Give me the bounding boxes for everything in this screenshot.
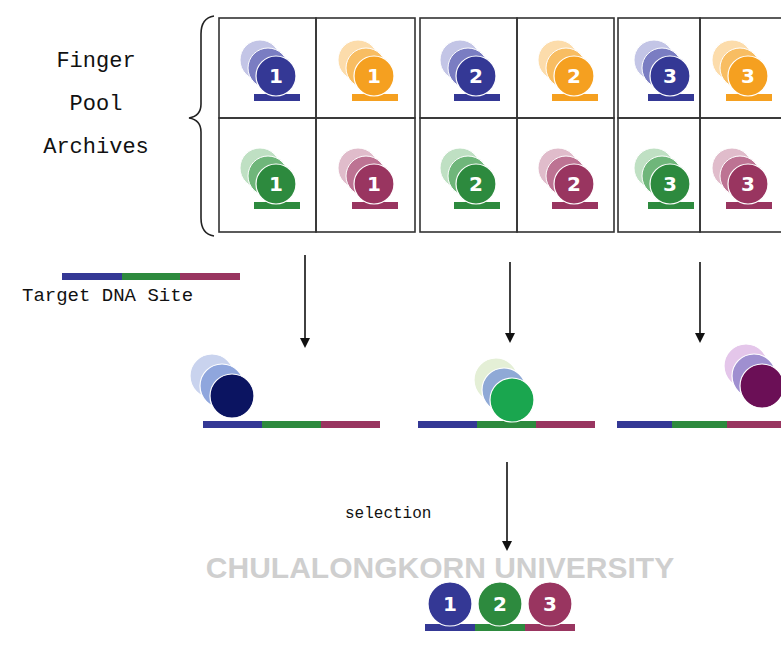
zinc-finger: 1 (324, 26, 406, 108)
finger-shape (524, 134, 606, 216)
target-dna-bar (62, 273, 240, 280)
finger-number: 3 (733, 64, 763, 88)
zinc-finger: 3 (698, 26, 780, 108)
finger-shape (698, 26, 780, 108)
finger-shape (226, 134, 308, 216)
finger-number: 2 (559, 172, 589, 196)
finger-number: 2 (461, 172, 491, 196)
zinc-finger: 1 (324, 134, 406, 216)
arrows (305, 255, 700, 546)
zinc-finger: 2 (426, 26, 508, 108)
finger-shape (324, 134, 406, 216)
finger-number: 3 (733, 172, 763, 196)
zinc-finger: 2 (524, 134, 606, 216)
finger-number: 2 (485, 592, 515, 616)
dna-site (203, 421, 781, 428)
brace (189, 16, 214, 236)
zinc-finger: 3 (620, 134, 702, 216)
zinc-finger: 1 (226, 134, 308, 216)
zinc-finger: 1 (424, 580, 476, 632)
zinc-finger: 2 (426, 134, 508, 216)
zinc-finger: 3 (620, 26, 702, 108)
watermark: CHULALONGKORN UNIVERSITY (150, 552, 730, 584)
finger-number: 1 (261, 64, 291, 88)
finger-number: 2 (559, 64, 589, 88)
step-label: selection (345, 504, 465, 524)
bound-finger (190, 344, 781, 422)
target-label: Target DNA Site (22, 284, 262, 308)
finger-number: 1 (435, 592, 465, 616)
finger-number: 1 (359, 64, 389, 88)
zinc-finger: 2 (524, 26, 606, 108)
zinc-finger: 3 (524, 580, 576, 632)
zinc-finger: 1 (226, 26, 308, 108)
finger-shape (324, 26, 406, 108)
finger-shape (620, 26, 702, 108)
zinc-finger: 2 (474, 580, 526, 632)
finger-number: 3 (535, 592, 565, 616)
finger-shape (426, 26, 508, 108)
finger-shape (698, 134, 780, 216)
finger-shape (620, 134, 702, 216)
finger-shape (226, 26, 308, 108)
pool-label: Finger Pool Archives (30, 40, 162, 169)
finger-shape (426, 134, 508, 216)
finger-number: 1 (261, 172, 291, 196)
finger-number: 3 (655, 172, 685, 196)
pool-grid (219, 18, 781, 232)
finger-number: 2 (461, 64, 491, 88)
finger-number: 3 (655, 64, 685, 88)
zinc-finger: 3 (698, 134, 780, 216)
finger-number: 1 (359, 172, 389, 196)
finger-shape (524, 26, 606, 108)
